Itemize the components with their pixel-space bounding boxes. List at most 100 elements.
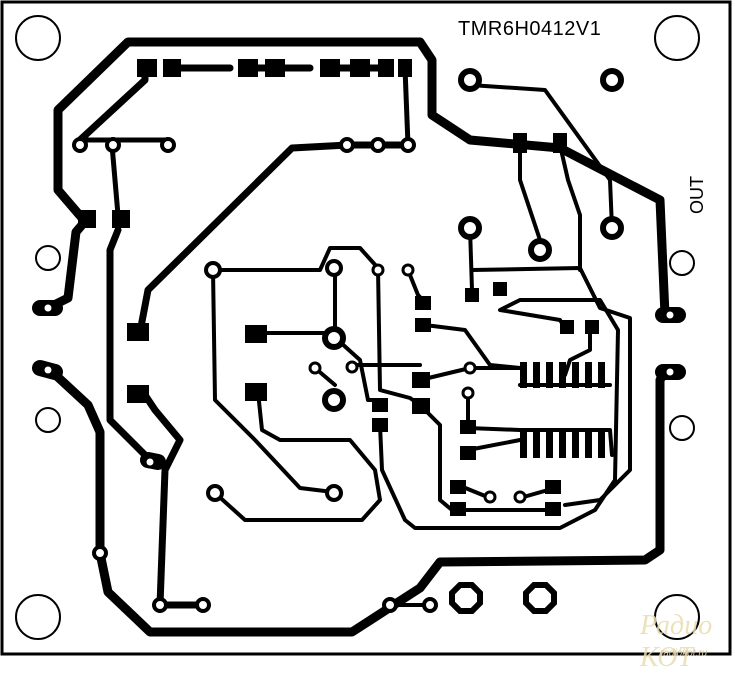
pad-hole	[663, 365, 677, 379]
pad	[412, 398, 430, 414]
pad	[450, 480, 466, 494]
pad-hole	[41, 363, 55, 377]
pad	[245, 383, 267, 401]
pad-hole	[663, 308, 677, 322]
pad-hole	[152, 597, 168, 613]
mounting-hole	[15, 15, 61, 61]
pad	[398, 59, 412, 77]
small-hole	[669, 250, 695, 276]
pad	[127, 323, 149, 341]
pad	[265, 59, 285, 77]
mounting-holes	[15, 15, 700, 640]
ic-pin	[546, 432, 553, 458]
pad-hole-large	[528, 238, 552, 262]
ic-pin	[572, 432, 579, 458]
board-label: TMR6H0412V1	[458, 18, 602, 40]
pad	[372, 418, 388, 432]
through-hole-pads	[41, 68, 677, 613]
mounting-hole	[15, 594, 61, 640]
pad-hole	[206, 484, 224, 502]
pad-hole	[513, 490, 527, 504]
octagon-pad	[523, 582, 557, 614]
pad	[245, 325, 267, 343]
pad-hole	[401, 263, 415, 277]
pad	[585, 320, 599, 334]
pad	[460, 446, 476, 460]
octagon-pads	[449, 582, 557, 614]
pad	[465, 288, 479, 302]
pad-hole-large	[600, 216, 624, 240]
pad-hole	[204, 261, 222, 279]
pad-hole	[371, 263, 385, 277]
pad	[78, 210, 96, 228]
pad	[493, 282, 507, 296]
pad-hole	[92, 545, 108, 561]
pad	[560, 320, 574, 334]
small-hole	[669, 415, 695, 441]
mounting-hole	[654, 594, 700, 640]
mounting-hole	[654, 15, 700, 61]
pad-hole-large	[322, 326, 346, 350]
pad-hole	[195, 597, 211, 613]
ic-pin	[598, 432, 605, 458]
board-outline	[0, 0, 732, 656]
pad-hole	[105, 137, 121, 153]
watermark-site: radiokot.ru	[660, 648, 708, 659]
pad-hole-large	[600, 68, 624, 92]
pad-hole-large	[458, 216, 482, 240]
pad	[163, 59, 181, 77]
pad	[545, 502, 561, 516]
pad-hole	[308, 361, 322, 375]
pad-hole	[382, 597, 398, 613]
ic-pin	[585, 432, 592, 458]
pad-hole	[400, 137, 416, 153]
small-hole	[35, 407, 61, 433]
pad	[415, 296, 431, 310]
watermark-logo: Радио КОТ	[640, 610, 713, 673]
ic-pin	[572, 362, 579, 388]
ic-pin	[585, 362, 592, 388]
output-label: OUT	[687, 176, 707, 214]
pad	[513, 133, 527, 153]
pad	[112, 210, 130, 228]
octagon-pad	[449, 582, 483, 614]
pad	[320, 59, 340, 77]
pad-hole	[41, 301, 55, 315]
pad-hole-large	[322, 388, 346, 412]
ic-pin	[559, 432, 566, 458]
ic-pin	[559, 362, 566, 388]
pad-hole	[483, 490, 497, 504]
pad-hole	[461, 386, 475, 400]
pad-hole	[370, 137, 386, 153]
pad-hole	[160, 137, 176, 153]
ic-pin	[533, 432, 540, 458]
pad	[238, 59, 258, 77]
pad	[460, 420, 476, 434]
pad-hole	[463, 361, 477, 375]
small-hole	[35, 245, 61, 271]
pad-hole	[143, 455, 157, 469]
pad	[545, 480, 561, 494]
pad	[412, 372, 430, 388]
ic-pin	[546, 362, 553, 388]
smd-pads	[78, 59, 605, 516]
pad	[415, 318, 431, 332]
pad	[127, 385, 149, 403]
pad-hole	[339, 137, 355, 153]
ic-pin	[598, 362, 605, 388]
pad	[450, 502, 466, 516]
pad-hole	[325, 259, 343, 277]
pad	[350, 59, 370, 77]
pad-hole	[422, 597, 438, 613]
pad-hole	[345, 360, 359, 374]
ic-pin	[520, 432, 527, 458]
ic-pin	[520, 362, 527, 388]
pad-hole	[325, 484, 343, 502]
pad	[553, 133, 567, 153]
pad-hole-large	[458, 68, 482, 92]
ic-pin	[533, 362, 540, 388]
pad	[372, 398, 388, 412]
pad-hole	[72, 137, 88, 153]
pad	[137, 59, 157, 77]
